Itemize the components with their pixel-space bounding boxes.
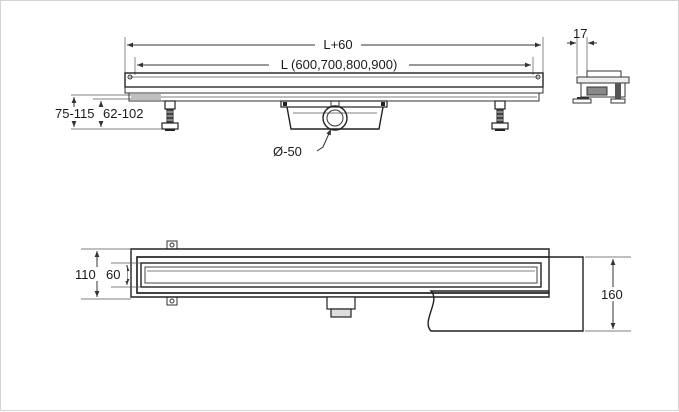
label-depth: 17 <box>573 26 587 41</box>
grate <box>140 262 542 288</box>
label-height-adjust: 62-102 <box>103 106 143 121</box>
channel-body <box>124 72 544 88</box>
label-height-total: 75-115 <box>55 106 95 121</box>
label-width-grate: 60 <box>106 267 120 282</box>
plan-view: 110 60 160 <box>71 240 631 332</box>
label-width-total: 110 <box>75 267 96 282</box>
siphon-outlet <box>280 100 388 131</box>
side-elevation-view: L+60 L (600,700,800,900) <box>53 37 544 159</box>
label-total-length: L+60 <box>323 37 352 52</box>
right-foot <box>491 100 509 131</box>
wall-section <box>427 256 584 332</box>
label-side-height: 160 <box>601 287 623 302</box>
label-length: L (600,700,800,900) <box>281 57 398 72</box>
left-foot <box>161 100 179 131</box>
label-outlet-diameter: Ø-50 <box>273 144 302 159</box>
section-detail: 17 <box>567 26 630 104</box>
